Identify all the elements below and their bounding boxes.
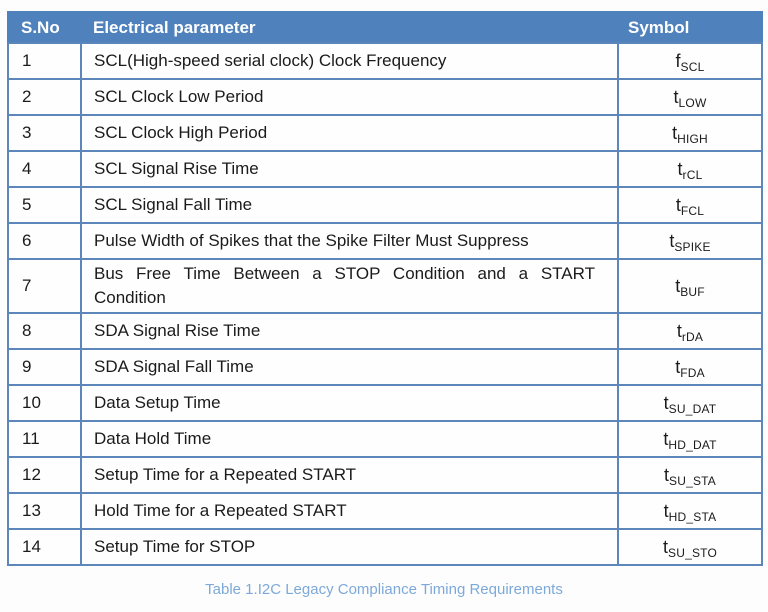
symbol-base: t bbox=[675, 194, 681, 215]
symbol-cell: tSPIKE bbox=[617, 222, 763, 260]
header-row: S.No Electrical parameter Symbol bbox=[7, 11, 763, 44]
table-row: 1 SCL(High-speed serial clock) Clock Fre… bbox=[7, 42, 763, 80]
symbol-base: t bbox=[669, 230, 675, 251]
symbol-base: t bbox=[663, 392, 669, 413]
symbol-base: t bbox=[675, 275, 681, 296]
parameter-cell: Hold Time for a Repeated START bbox=[80, 492, 619, 530]
header-parameter: Electrical parameter bbox=[80, 11, 619, 44]
symbol-base: t bbox=[663, 428, 669, 449]
symbol-subscript: SU_STO bbox=[668, 545, 717, 560]
symbol-subscript: FCL bbox=[680, 203, 705, 218]
symbol-subscript: SU_DAT bbox=[668, 401, 717, 416]
symbol-base: t bbox=[673, 86, 679, 107]
symbol-subscript: rCL bbox=[682, 167, 703, 182]
parameter-cell: SCL Signal Fall Time bbox=[80, 186, 619, 224]
row-number: 1 bbox=[7, 42, 82, 80]
table-row: 13 Hold Time for a Repeated START tHD_ST… bbox=[7, 492, 763, 530]
symbol-cell: trCL bbox=[617, 150, 763, 188]
row-number: 10 bbox=[7, 384, 82, 422]
parameter-cell: SDA Signal Fall Time bbox=[80, 348, 619, 386]
parameter-cell: Setup Time for a Repeated START bbox=[80, 456, 619, 494]
row-number: 13 bbox=[7, 492, 82, 530]
table-caption: Table 1.I2C Legacy Compliance Timing Req… bbox=[205, 581, 563, 598]
symbol-base: t bbox=[676, 320, 682, 341]
symbol-base: t bbox=[675, 356, 681, 377]
row-number: 4 bbox=[7, 150, 82, 188]
timing-table: S.No Electrical parameter Symbol 1 SCL(H… bbox=[7, 11, 763, 566]
table-row: 2 SCL Clock Low Period tLOW bbox=[7, 78, 763, 116]
symbol-cell: tSU_STO bbox=[617, 528, 763, 566]
symbol-cell: tHIGH bbox=[617, 114, 763, 152]
symbol-base: t bbox=[663, 500, 669, 521]
parameter-cell: SCL Signal Rise Time bbox=[80, 150, 619, 188]
table-body: 1 SCL(High-speed serial clock) Clock Fre… bbox=[7, 42, 763, 566]
symbol-base: t bbox=[677, 158, 683, 179]
row-number: 14 bbox=[7, 528, 82, 566]
parameter-cell: Data Setup Time bbox=[80, 384, 619, 422]
parameter-cell: SCL(High-speed serial clock) Clock Frequ… bbox=[80, 42, 619, 80]
symbol-cell: tSU_DAT bbox=[617, 384, 763, 422]
symbol-base: f bbox=[675, 50, 681, 71]
table-row: 5 SCL Signal Fall Time tFCL bbox=[7, 186, 763, 224]
row-number: 5 bbox=[7, 186, 82, 224]
row-number: 7 bbox=[7, 258, 82, 314]
symbol-cell: fSCL bbox=[617, 42, 763, 80]
parameter-cell: Data Hold Time bbox=[80, 420, 619, 458]
table-row: 4 SCL Signal Rise Time trCL bbox=[7, 150, 763, 188]
header-s-no: S.No bbox=[7, 11, 82, 44]
symbol-cell: tSU_STA bbox=[617, 456, 763, 494]
symbol-base: t bbox=[672, 122, 678, 143]
symbol-subscript: HIGH bbox=[677, 131, 708, 146]
table-row: 3 SCL Clock High Period tHIGH bbox=[7, 114, 763, 152]
symbol-subscript: LOW bbox=[678, 95, 707, 110]
symbol-subscript: SPIKE bbox=[674, 239, 711, 254]
table-row: 9 SDA Signal Fall Time tFDA bbox=[7, 348, 763, 386]
parameter-cell: SDA Signal Rise Time bbox=[80, 312, 619, 350]
row-number: 12 bbox=[7, 456, 82, 494]
header-symbol: Symbol bbox=[617, 11, 763, 44]
table-header: S.No Electrical parameter Symbol bbox=[7, 11, 763, 44]
table-row: 11 Data Hold Time tHD_DAT bbox=[7, 420, 763, 458]
table-row: 6 Pulse Width of Spikes that the Spike F… bbox=[7, 222, 763, 260]
parameter-cell: Bus Free Time Between a STOP Condition a… bbox=[80, 258, 619, 314]
symbol-cell: tBUF bbox=[617, 258, 763, 314]
symbol-subscript: rDA bbox=[681, 329, 704, 344]
parameter-cell: Setup Time for STOP bbox=[80, 528, 619, 566]
symbol-subscript: SCL bbox=[680, 59, 705, 74]
symbol-cell: trDA bbox=[617, 312, 763, 350]
row-number: 9 bbox=[7, 348, 82, 386]
table-row: 12 Setup Time for a Repeated START tSU_S… bbox=[7, 456, 763, 494]
parameter-cell: SCL Clock Low Period bbox=[80, 78, 619, 116]
symbol-base: t bbox=[663, 464, 669, 485]
table-row: 8 SDA Signal Rise Time trDA bbox=[7, 312, 763, 350]
table-row: 10 Data Setup Time tSU_DAT bbox=[7, 384, 763, 422]
symbol-cell: tHD_DAT bbox=[617, 420, 763, 458]
row-number: 3 bbox=[7, 114, 82, 152]
symbol-cell: tFDA bbox=[617, 348, 763, 386]
symbol-subscript: HD_DAT bbox=[668, 437, 717, 452]
row-number: 6 bbox=[7, 222, 82, 260]
row-number: 8 bbox=[7, 312, 82, 350]
symbol-cell: tLOW bbox=[617, 78, 763, 116]
parameter-cell: Pulse Width of Spikes that the Spike Fil… bbox=[80, 222, 619, 260]
symbol-subscript: FDA bbox=[680, 365, 705, 380]
table-row: 7 Bus Free Time Between a STOP Condition… bbox=[7, 258, 763, 314]
row-number: 2 bbox=[7, 78, 82, 116]
row-number: 11 bbox=[7, 420, 82, 458]
parameter-cell: SCL Clock High Period bbox=[80, 114, 619, 152]
symbol-subscript: HD_STA bbox=[668, 509, 717, 524]
timing-table-container: S.No Electrical parameter Symbol 1 SCL(H… bbox=[7, 11, 763, 566]
symbol-base: t bbox=[662, 536, 668, 557]
symbol-subscript: BUF bbox=[680, 284, 705, 299]
table-row: 14 Setup Time for STOP tSU_STO bbox=[7, 528, 763, 566]
symbol-subscript: SU_STA bbox=[669, 473, 716, 488]
symbol-cell: tHD_STA bbox=[617, 492, 763, 530]
symbol-cell: tFCL bbox=[617, 186, 763, 224]
